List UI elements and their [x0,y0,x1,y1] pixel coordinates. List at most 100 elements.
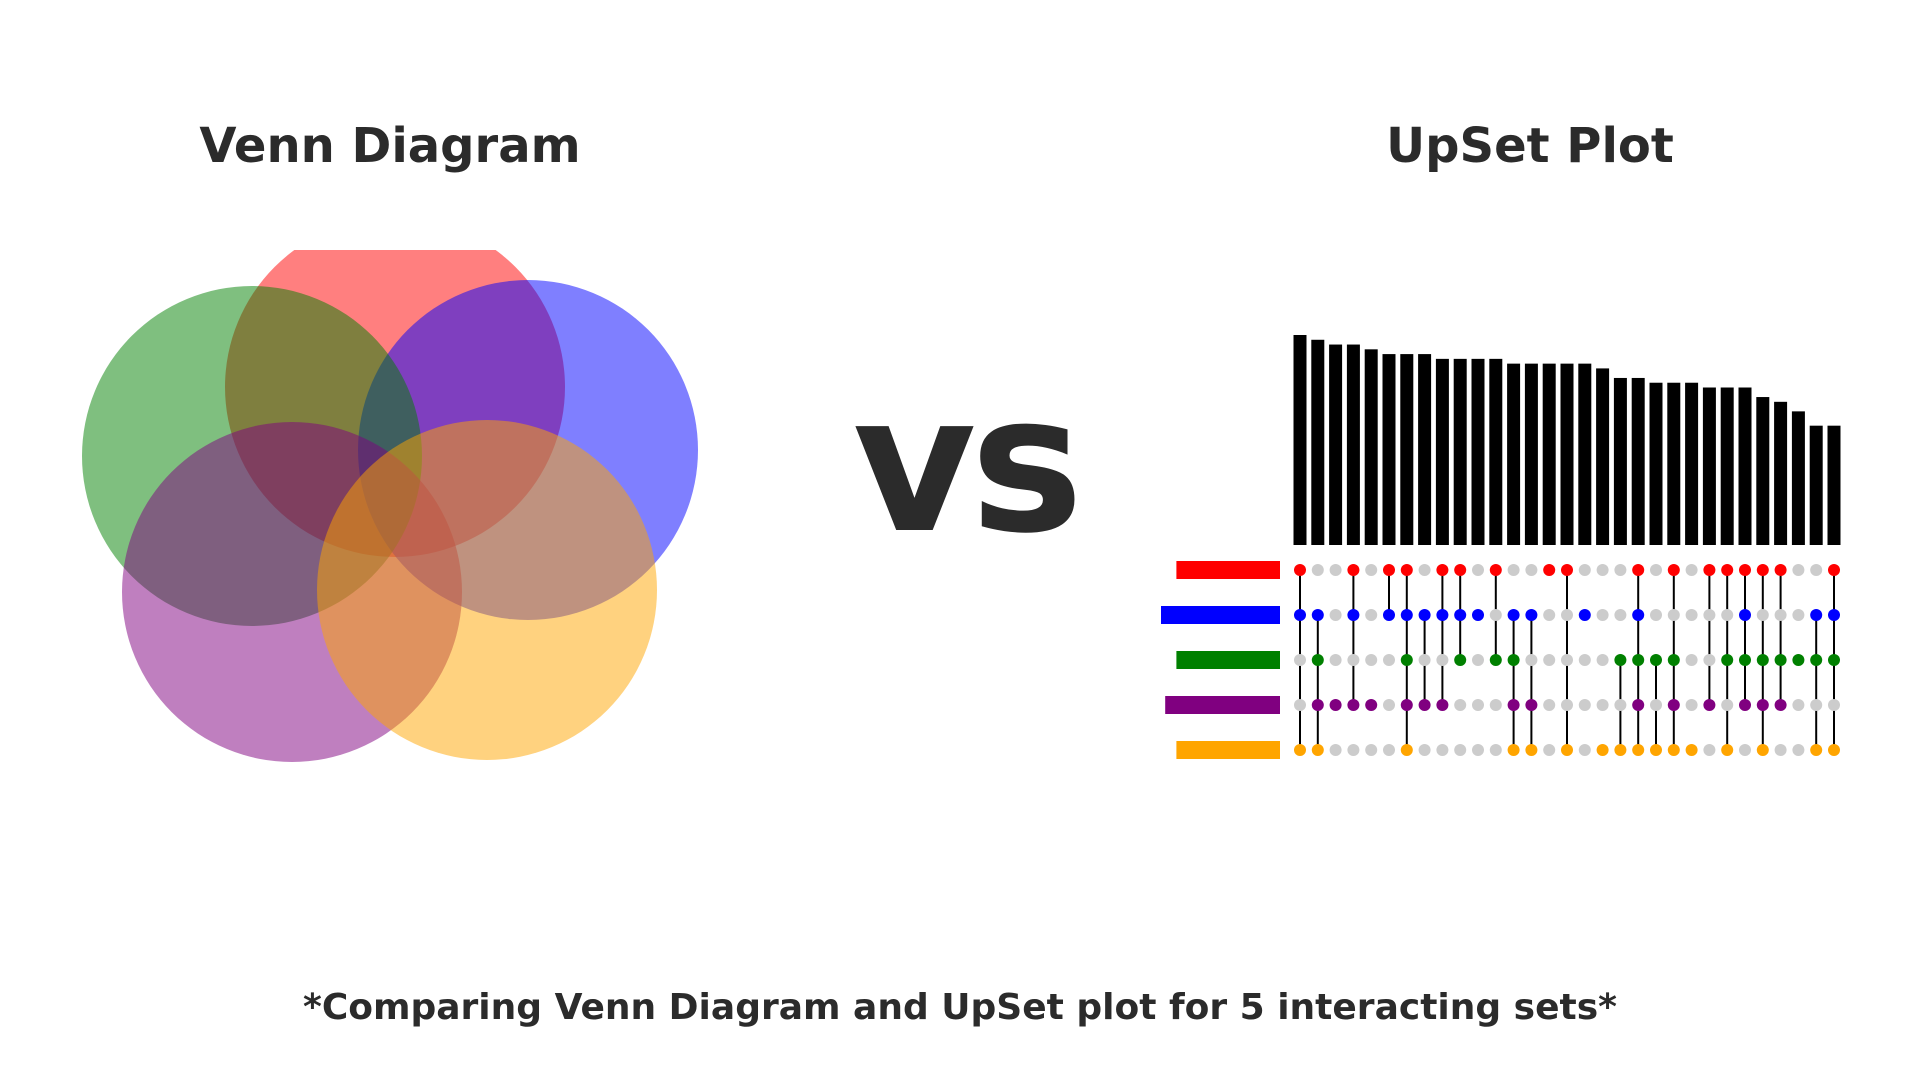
membership-dot-active [1525,609,1538,621]
membership-dot-active [1294,609,1306,621]
membership-dot-active [1756,564,1769,576]
membership-dot-inactive [1329,744,1342,756]
membership-dot-inactive [1792,564,1805,576]
membership-dot-active [1667,564,1680,576]
membership-dot-active [1739,654,1751,666]
membership-dot-inactive [1507,564,1520,576]
membership-dot-active [1828,609,1840,621]
membership-dot-inactive [1365,564,1378,576]
intersection-bar [1542,363,1556,545]
intersection-bar [1435,358,1449,545]
membership-dot-active [1400,609,1413,621]
membership-dot-active [1454,654,1467,666]
intersection-bar [1649,382,1663,545]
membership-dot-inactive [1810,699,1823,711]
membership-dot-active [1507,699,1520,711]
membership-dot-inactive [1365,609,1378,621]
membership-dot-active [1311,609,1324,621]
membership-dot-inactive [1685,609,1698,621]
membership-dot-active [1507,609,1520,621]
membership-dot-inactive [1365,744,1378,756]
membership-dot-active [1667,744,1680,756]
membership-dot-inactive [1561,699,1573,711]
membership-dot-inactive [1650,564,1662,576]
membership-dot-active [1472,609,1484,621]
membership-dot-active [1347,609,1360,621]
membership-dot-active [1418,609,1431,621]
membership-dot-active [1400,699,1413,711]
intersection-bar [1791,411,1805,545]
membership-dot-inactive [1525,654,1538,666]
membership-dot-active [1578,609,1591,621]
membership-dot-inactive [1383,744,1395,756]
membership-dot-inactive [1703,654,1716,666]
membership-dot-inactive [1472,564,1484,576]
set-size-bar-1 [1176,561,1280,579]
membership-dot-active [1810,654,1823,666]
membership-dot-active [1756,744,1769,756]
membership-dot-active [1632,564,1645,576]
set-size-bar-3 [1176,651,1280,669]
membership-dot-inactive [1383,654,1395,666]
membership-dot-inactive [1347,744,1360,756]
membership-dot-inactive [1578,654,1591,666]
membership-dot-active [1454,564,1467,576]
membership-dot-active [1828,654,1840,666]
membership-dot-active [1507,654,1520,666]
membership-dot-inactive [1383,699,1395,711]
membership-dot-active [1294,564,1306,576]
membership-dot-inactive [1685,564,1698,576]
intersection-bar [1738,387,1752,545]
intersection-bar [1685,382,1699,545]
vs-label: vs [852,354,1084,575]
membership-dot-active [1632,744,1645,756]
membership-dot-active [1489,564,1502,576]
membership-dot-active [1347,699,1360,711]
membership-dot-inactive [1650,609,1662,621]
membership-dot-inactive [1721,699,1734,711]
intersection-bar [1578,363,1592,545]
upset-plot-title: UpSet Plot [1386,118,1674,174]
intersection-bar [1507,363,1521,545]
membership-dot-active [1294,744,1306,756]
membership-dot-active [1436,564,1449,576]
membership-dot-inactive [1294,699,1306,711]
membership-dot-inactive [1543,744,1556,756]
intersection-bar [1596,368,1610,545]
set-size-bar-2 [1161,606,1280,624]
membership-dot-active [1774,564,1787,576]
membership-dot-active [1525,699,1538,711]
membership-dot-active [1810,744,1823,756]
set-size-bar-5 [1176,741,1280,759]
membership-dot-active [1311,699,1324,711]
intersection-bar [1489,358,1503,545]
membership-dot-inactive [1614,564,1627,576]
membership-dot-active [1685,744,1698,756]
membership-dot-inactive [1614,699,1627,711]
membership-dot-inactive [1792,744,1805,756]
membership-dot-active [1792,654,1805,666]
venn-diagram-title: Venn Diagram [199,118,581,174]
membership-dot-inactive [1472,654,1484,666]
membership-dot-inactive [1756,609,1769,621]
membership-dot-active [1400,744,1413,756]
membership-dot-inactive [1810,564,1823,576]
membership-dot-inactive [1418,654,1431,666]
membership-dot-inactive [1578,744,1591,756]
membership-dot-inactive [1614,609,1627,621]
membership-dot-active [1311,744,1324,756]
membership-dot-active [1667,654,1680,666]
membership-dot-inactive [1454,744,1467,756]
venn-set-3-circle [317,420,657,760]
membership-dot-active [1667,699,1680,711]
intersection-bar [1364,349,1378,545]
intersection-bar [1453,358,1467,545]
membership-dot-inactive [1650,699,1662,711]
membership-dot-inactive [1721,609,1734,621]
intersection-bar [1346,344,1360,545]
membership-dot-inactive [1703,744,1716,756]
membership-dot-active [1436,699,1449,711]
membership-dot-active [1721,564,1734,576]
membership-dot-inactive [1472,744,1484,756]
membership-dot-active [1347,564,1360,576]
